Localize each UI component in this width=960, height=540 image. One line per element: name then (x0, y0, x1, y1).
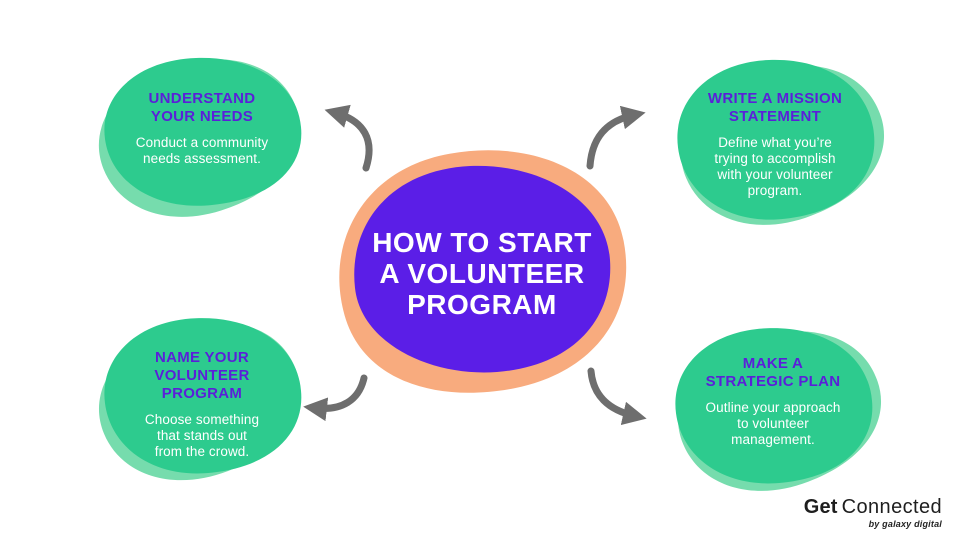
main-title: HOW TO START A VOLUNTEER PROGRAM (372, 227, 592, 320)
card-blob-strategic-plan (675, 328, 873, 484)
card-blob-name-program (104, 318, 302, 474)
arrow-to-strategic-plan (587, 367, 647, 426)
step-card-mission-statement: WRITE A MISSION STATEMENT Define what yo… (670, 90, 880, 199)
brand-name-bold: Get (803, 496, 838, 518)
arrow-to-name-program (303, 374, 368, 422)
step-card-understand-needs: UNDERSTAND YOUR NEEDS Conduct a communit… (97, 90, 307, 167)
card-blob-understand-needs (104, 57, 302, 206)
card-blob-mission-statement (677, 59, 875, 220)
center-blob-purple (354, 165, 611, 373)
step-title: MAKE A STRATEGIC PLAN (705, 355, 841, 390)
arrow-to-mission-statement (586, 105, 646, 170)
brand-tagline: by galaxy digital (868, 519, 942, 529)
arrow-to-understand-needs (324, 104, 373, 172)
step-card-name-program: NAME YOUR VOLUNTEER PROGRAM Choose somet… (97, 349, 307, 460)
step-card-strategic-plan: MAKE A STRATEGIC PLAN Outline your appro… (668, 355, 878, 448)
step-title: WRITE A MISSION STATEMENT (707, 90, 843, 125)
step-title: NAME YOUR VOLUNTEER PROGRAM (154, 349, 250, 402)
step-description: Define what you’re trying to accomplish … (714, 135, 836, 198)
brand-name-light: Connected (841, 496, 942, 518)
step-description: Outline your approach to volunteer manag… (705, 400, 841, 447)
step-title: UNDERSTAND YOUR NEEDS (148, 90, 256, 125)
step-description: Conduct a community needs assessment. (135, 135, 269, 166)
step-description: Choose something that stands out from th… (144, 412, 260, 459)
